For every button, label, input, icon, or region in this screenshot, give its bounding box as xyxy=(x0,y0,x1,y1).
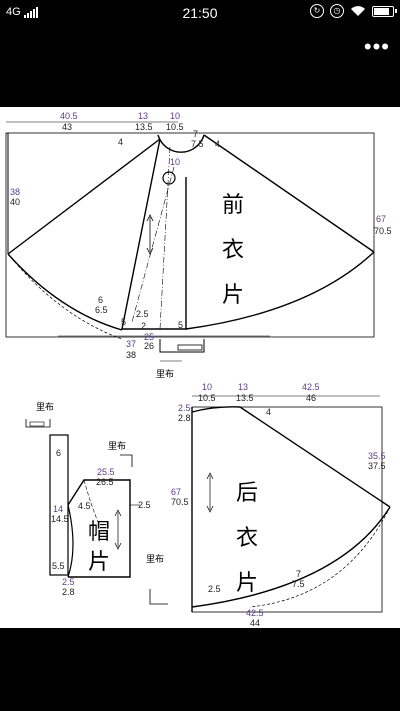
hood-4-5: 4.5 xyxy=(78,501,91,511)
hood-14a: 14 xyxy=(53,504,63,514)
hood-piece xyxy=(25,419,140,578)
front-top-dim-2b: 13.5 xyxy=(135,122,153,132)
hood-bottom-b: 2.8 xyxy=(62,587,75,597)
front-inner-5a: 5 xyxy=(121,317,126,327)
front-labels: 40.5 43 13 13.5 10 10.5 38 40 67 70.5 37… xyxy=(10,111,392,380)
hood-labels: 里布 里布 6 14 14.5 5.5 25.5 26.5 4.5 2.5 2.… xyxy=(36,401,151,597)
hood-25-5: 25.5 xyxy=(97,467,115,477)
back-left-top-b: 2.8 xyxy=(178,413,191,423)
hood-lining-top: 里布 xyxy=(36,401,54,413)
front-left-dim-b: 40 xyxy=(10,197,20,207)
hood-2-5: 2.5 xyxy=(138,500,151,510)
clock: 21:50 xyxy=(182,5,218,21)
front-inner-26: 26 xyxy=(144,341,154,351)
sync-icon: ↻ xyxy=(310,4,324,18)
front-inner-6: 6 xyxy=(98,295,103,305)
front-left-dim-a: 38 xyxy=(10,187,20,197)
front-bottom-dim-b: 38 xyxy=(126,350,136,360)
front-inner-2-5: 2.5 xyxy=(136,309,149,319)
back-top-dim-2a: 13 xyxy=(238,382,248,392)
hood-6: 6 xyxy=(56,448,61,458)
front-title-char-1: 前 xyxy=(222,193,244,218)
back-right-dim-a: 35.5 xyxy=(368,451,386,461)
back-left-top-a: 2.5 xyxy=(178,403,191,413)
back-title-char-3: 片 xyxy=(236,571,258,596)
front-inner-10: 10 xyxy=(170,157,180,167)
back-labels: 10 10.5 13 13.5 42.5 46 2.5 2.8 4 67 70.… xyxy=(146,382,386,628)
back-lining-label: 里布 xyxy=(146,553,164,565)
front-inner-6-5: 6.5 xyxy=(95,305,108,315)
front-top-dim-2a: 13 xyxy=(138,111,148,121)
back-right-dim-b: 37.5 xyxy=(368,461,386,471)
sewing-pattern-image: 40.5 43 13 13.5 10 10.5 38 40 67 70.5 37… xyxy=(5,111,392,628)
hood-14b: 14.5 xyxy=(51,514,69,524)
hood-26-5: 26.5 xyxy=(96,477,114,487)
front-right-dim-a: 67 xyxy=(376,214,386,224)
hood-lining-right: 里布 xyxy=(108,440,126,452)
back-7: 7 xyxy=(296,569,301,579)
back-top-dim-3a: 42.5 xyxy=(302,382,320,392)
back-top-dim-2b: 13.5 xyxy=(236,393,254,403)
back-bottom-dim-b: 44 xyxy=(250,618,260,628)
back-2-5: 2.5 xyxy=(208,584,221,594)
back-bottom-dim-a: 42.5 xyxy=(246,608,264,618)
more-menu-button[interactable]: ••• xyxy=(363,34,390,59)
alarm-icon: ◷ xyxy=(330,4,344,18)
hood-5-5: 5.5 xyxy=(52,561,65,571)
front-top-dim-1b: 43 xyxy=(62,122,72,132)
hood-bottom-a: 2.5 xyxy=(62,577,75,587)
wifi-icon xyxy=(351,6,365,16)
back-7-5: 7.5 xyxy=(292,579,305,589)
signal-icon xyxy=(23,6,38,18)
front-inner-25: 25 xyxy=(144,332,154,342)
back-piece xyxy=(149,395,391,613)
back-title-char-2: 衣 xyxy=(236,526,258,551)
front-top-dim-3b: 10.5 xyxy=(166,122,184,132)
back-top-dim-3b: 46 xyxy=(306,393,316,403)
network-type: 4G xyxy=(6,6,21,18)
front-top-dim-1a: 40.5 xyxy=(60,111,78,121)
front-top-dim-3a: 10 xyxy=(170,111,180,121)
front-bottom-dim-a: 37 xyxy=(126,339,136,349)
front-inner-2: 2 xyxy=(141,321,146,331)
front-inner-7: 7 xyxy=(193,129,198,139)
hood-title-char-2: 片 xyxy=(88,550,110,575)
front-piece xyxy=(5,121,375,362)
back-left-dim-a: 67 xyxy=(171,487,181,497)
front-inner-4-right: 4 xyxy=(215,139,220,149)
back-4: 4 xyxy=(266,407,271,417)
battery-icon xyxy=(372,5,397,17)
back-left-dim-b: 70.5 xyxy=(171,497,189,507)
hood-title-char-1: 帽 xyxy=(88,520,110,545)
back-title-char-1: 后 xyxy=(236,481,258,506)
front-right-dim-b: 70.5 xyxy=(374,226,392,236)
front-inner-5b: 5 xyxy=(178,320,183,330)
image-viewer[interactable]: 40.5 43 13 13.5 10 10.5 38 40 67 70.5 37… xyxy=(0,107,400,628)
front-title-char-2: 衣 xyxy=(222,238,244,263)
front-inner-4-left: 4 xyxy=(118,137,123,147)
status-left: 4G xyxy=(6,6,38,18)
front-inner-7-5: 7.5 xyxy=(191,139,204,149)
front-lining-label: 里布 xyxy=(156,368,174,380)
status-right: ↻ ◷ xyxy=(310,4,397,18)
back-top-dim-1b: 10.5 xyxy=(198,393,216,403)
front-title-char-3: 片 xyxy=(222,283,244,308)
back-top-dim-1a: 10 xyxy=(202,382,212,392)
status-bar: 4G 21:50 ↻ ◷ xyxy=(0,0,400,26)
